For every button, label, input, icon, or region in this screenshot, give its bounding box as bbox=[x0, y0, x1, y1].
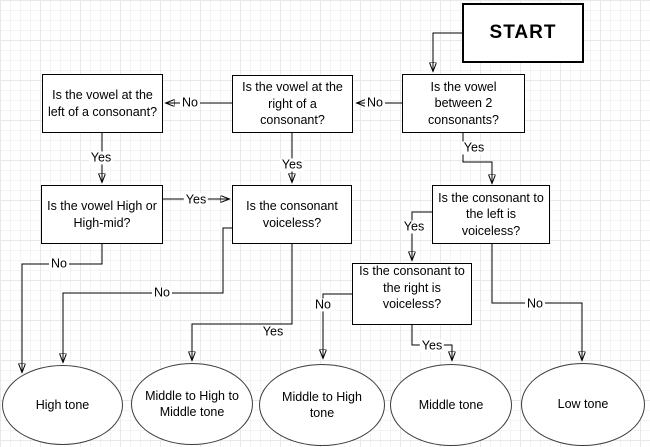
edge-label-yes: Yes bbox=[461, 140, 487, 155]
edge-label-no: No bbox=[365, 95, 385, 110]
decision-consonant-left-voiceless[interactable]: Is the consonant to the left is voiceles… bbox=[432, 185, 550, 244]
start-node[interactable]: START bbox=[462, 3, 584, 63]
terminal-middle-to-high-tone[interactable]: Middle to High tone bbox=[259, 364, 385, 446]
decision-label: Is the consonant to the right is voicele… bbox=[359, 264, 465, 312]
decision-consonant-right-voiceless[interactable]: Is the consonant to the right is voicele… bbox=[352, 263, 472, 325]
decision-label: Is the vowel at the right of a consonant… bbox=[242, 80, 343, 128]
edge-label-yes: Yes bbox=[401, 219, 427, 234]
edge-voiceless-to-midhighmid-yes[interactable] bbox=[192, 244, 293, 360]
decision-label: Is the consonant to the left is voiceles… bbox=[438, 190, 544, 238]
edge-label-yes: Yes bbox=[279, 157, 305, 172]
edge-label-yes: Yes bbox=[260, 324, 286, 339]
edge-label-no: No bbox=[313, 297, 333, 312]
edge-label-no: No bbox=[49, 256, 69, 271]
decision-consonant-voiceless[interactable]: Is the consonant voiceless? bbox=[232, 185, 352, 244]
terminal-label: Middle tone bbox=[418, 397, 484, 412]
terminal-middle-tone[interactable]: Middle tone bbox=[390, 364, 512, 446]
edge-label-no: No bbox=[525, 296, 545, 311]
terminal-label: Middle to High to Middle tone bbox=[145, 388, 239, 420]
decision-label: Is the vowel High or High-mid? bbox=[47, 199, 157, 230]
terminal-low-tone[interactable]: Low tone bbox=[521, 363, 645, 446]
edge-label-yes: Yes bbox=[419, 338, 445, 353]
decision-vowel-between-2-consonants[interactable]: Is the vowel between 2 consonants? bbox=[402, 74, 525, 133]
terminal-high-tone[interactable]: High tone bbox=[2, 365, 123, 445]
decision-label: Is the vowel at the left of a consonant? bbox=[47, 88, 158, 119]
decision-vowel-left-of-consonant[interactable]: Is the vowel at the left of a consonant? bbox=[42, 74, 163, 133]
terminal-label: Low tone bbox=[557, 397, 609, 412]
terminal-label: High tone bbox=[35, 397, 90, 412]
edge-label-no: No bbox=[152, 285, 172, 300]
edge-label-no: No bbox=[180, 95, 200, 110]
terminal-middle-to-high-to-middle-tone[interactable]: Middle to High to Middle tone bbox=[131, 363, 253, 445]
edge-label-yes: Yes bbox=[183, 192, 209, 207]
edge-start-to-between[interactable] bbox=[433, 32, 462, 71]
terminal-label: Middle to High tone bbox=[282, 389, 362, 421]
edge-leftvoice-to-rightvoice-yes[interactable] bbox=[412, 211, 432, 260]
edge-label-yes: Yes bbox=[88, 150, 114, 165]
decision-label: Is the vowel between 2 consonants? bbox=[428, 79, 499, 127]
decision-label: Is the consonant voiceless? bbox=[246, 199, 338, 230]
decision-vowel-high-or-high-mid[interactable]: Is the vowel High or High-mid? bbox=[41, 185, 163, 244]
decision-vowel-right-of-consonant[interactable]: Is the vowel at the right of a consonant… bbox=[232, 75, 353, 133]
edge-rightvoice-to-midhigh-no[interactable] bbox=[323, 293, 352, 358]
edge-voiceless-to-high-no[interactable] bbox=[63, 227, 232, 362]
start-label: START bbox=[489, 22, 557, 44]
